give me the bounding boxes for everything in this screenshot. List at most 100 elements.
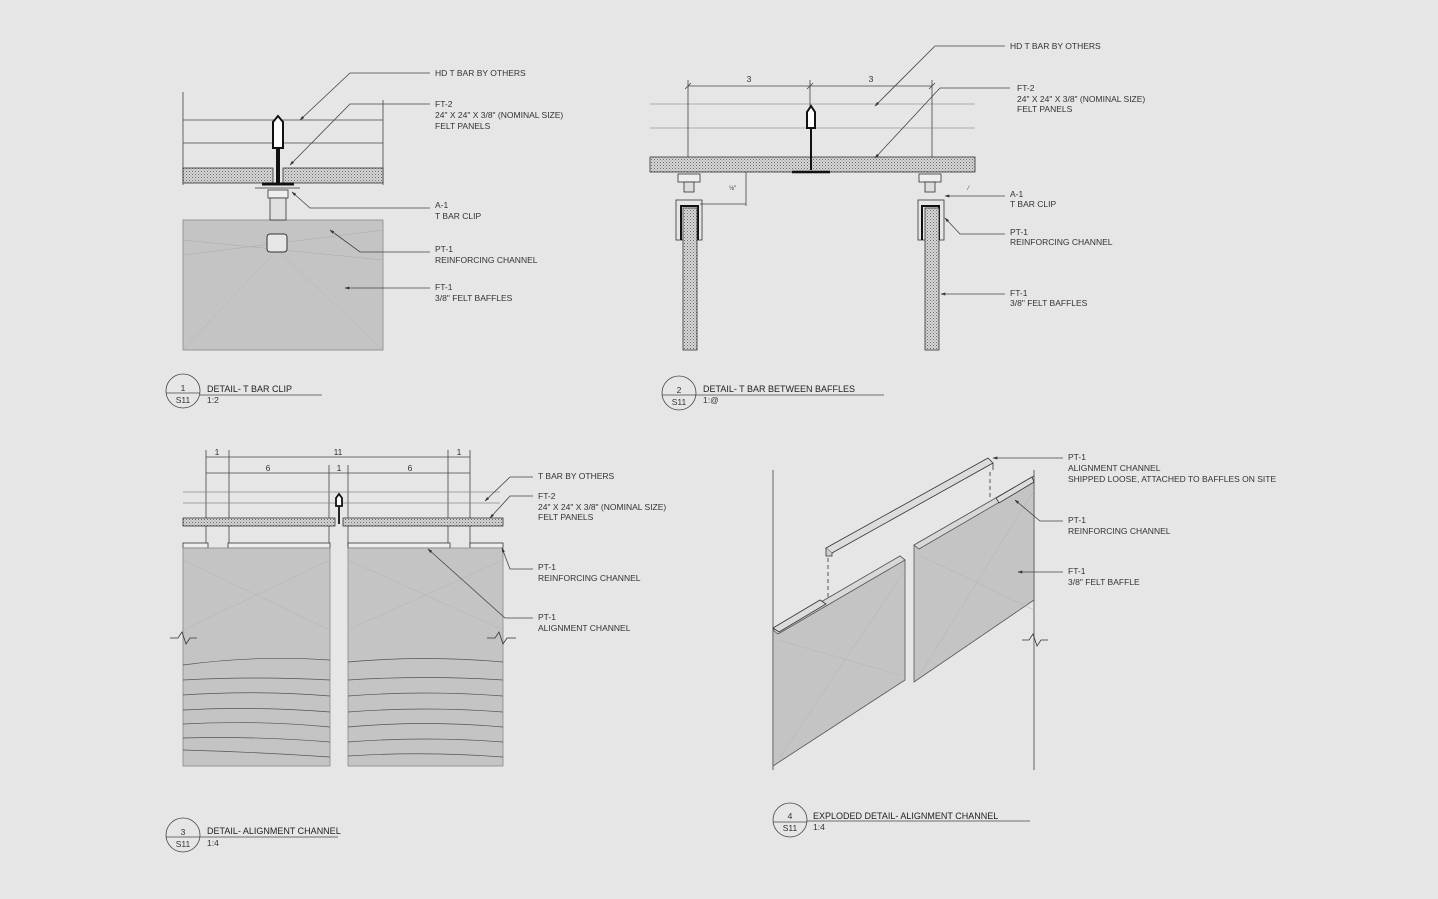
detail-1-tbar-clip bbox=[182, 72, 430, 351]
detail-scale: 1:4 bbox=[813, 822, 825, 832]
leader bbox=[291, 191, 430, 209]
detail-4-title-block: 4 S11 EXPLODED DETAIL- ALIGNMENT CHANNEL… bbox=[772, 802, 1030, 838]
leader bbox=[329, 229, 430, 253]
felt-panel-left bbox=[182, 167, 274, 184]
callout-sheet: S11 bbox=[176, 839, 191, 849]
label-pt1a-desc: REINFORCING CHANNEL bbox=[538, 573, 641, 583]
detail-title: DETAIL- ALIGNMENT CHANNEL bbox=[207, 826, 341, 836]
leader bbox=[1014, 499, 1063, 522]
dim-left-end: 1 bbox=[215, 447, 220, 457]
label-pt1b-code: PT-1 bbox=[538, 612, 556, 622]
label-ft2-code: FT-2 bbox=[1017, 83, 1035, 93]
label-ft2-code: FT-2 bbox=[435, 99, 453, 109]
detail-4-exploded-alignment-channel bbox=[772, 456, 1063, 770]
detail-2-tbar-between-baffles bbox=[649, 45, 1010, 351]
leader bbox=[299, 72, 430, 121]
label-ft2-desc: FELT PANELS bbox=[538, 512, 594, 522]
felt-panel-left bbox=[182, 517, 336, 527]
felt-baffle-right bbox=[913, 475, 1035, 683]
callout-number: 2 bbox=[677, 385, 682, 395]
label-ft2-size: 24" X 24" X 3/8" (NOMINAL SIZE) bbox=[538, 502, 666, 512]
label-a1-desc: T BAR CLIP bbox=[435, 211, 481, 221]
felt-baffle-left bbox=[182, 547, 331, 767]
label-ft1-code: FT-1 bbox=[435, 282, 453, 292]
label-hd-tbar: HD T BAR BY OTHERS bbox=[435, 68, 526, 78]
label-ft2-desc: FELT PANELS bbox=[435, 121, 491, 131]
label-ft1-desc: 3/8" FELT BAFFLE bbox=[1068, 577, 1140, 587]
felt-panel bbox=[649, 156, 976, 173]
detail-scale: 1:@ bbox=[703, 395, 719, 405]
label-pt1-desc: REINFORCING CHANNEL bbox=[435, 255, 538, 265]
leader bbox=[874, 87, 1010, 159]
label-a1-code: A-1 bbox=[435, 200, 449, 210]
detail-title: DETAIL- T BAR CLIP bbox=[207, 384, 292, 394]
label-ft1-code: FT-1 bbox=[1068, 566, 1086, 576]
leader bbox=[489, 495, 533, 519]
label-ft2-desc: FELT PANELS bbox=[1017, 104, 1073, 114]
dim-small: ⅛" bbox=[729, 186, 736, 192]
callout-number: 3 bbox=[181, 827, 186, 837]
detail-scale: 1:4 bbox=[207, 838, 219, 848]
detail-3-title-block: 3 S11 DETAIL- ALIGNMENT CHANNEL 1:4 bbox=[165, 817, 341, 853]
felt-baffle-right bbox=[347, 547, 504, 767]
reinforcing-channel bbox=[995, 476, 1035, 504]
label-tbar: T BAR BY OTHERS bbox=[538, 471, 615, 481]
dim-left: 3 bbox=[747, 74, 752, 84]
leader bbox=[289, 103, 430, 166]
felt-baffle-left bbox=[772, 555, 906, 767]
label-pt1b-desc: REINFORCING CHANNEL bbox=[1068, 526, 1171, 536]
detail-4-labels: PT-1 ALIGNMENT CHANNEL SHIPPED LOOSE, AT… bbox=[1068, 452, 1276, 587]
label-pt1a-note: SHIPPED LOOSE, ATTACHED TO BAFFLES ON SI… bbox=[1068, 474, 1276, 484]
label-ft1-code: FT-1 bbox=[1010, 288, 1028, 298]
callout-sheet: S11 bbox=[176, 395, 191, 405]
felt-panel-right bbox=[342, 517, 504, 527]
detail-1-labels: HD T BAR BY OTHERS FT-2 24" X 24" X 3/8"… bbox=[435, 68, 563, 303]
label-pt1-code: PT-1 bbox=[435, 244, 453, 254]
reinforcing-channel bbox=[182, 542, 209, 549]
felt-panel-right bbox=[282, 167, 384, 184]
label-ft2-code: FT-2 bbox=[538, 491, 556, 501]
label-ft1-desc: 3/8" FELT BAFFLES bbox=[1010, 298, 1088, 308]
label-pt1a-code: PT-1 bbox=[1068, 452, 1086, 462]
dim-right: 3 bbox=[869, 74, 874, 84]
callout-number: 4 bbox=[788, 811, 793, 821]
felt-baffle-left bbox=[682, 207, 698, 351]
callout-number: 1 bbox=[181, 383, 186, 393]
dim-center: 1 bbox=[337, 463, 342, 473]
felt-baffle-right bbox=[924, 207, 940, 351]
leader bbox=[874, 45, 1005, 107]
label-small-dim-mark: ⁄ bbox=[966, 186, 970, 192]
label-pt1a-desc: ALIGNMENT CHANNEL bbox=[1068, 463, 1161, 473]
dim-left-span: 6 bbox=[266, 463, 271, 473]
t-bar bbox=[335, 492, 343, 507]
label-ft2-size: 24" X 24" X 3/8" (NOMINAL SIZE) bbox=[435, 110, 563, 120]
detail-2-title-block: 2 S11 DETAIL- T BAR BETWEEN BAFFLES 1:@ bbox=[661, 375, 884, 411]
label-pt1-code: PT-1 bbox=[1010, 227, 1028, 237]
detail-scale: 1:2 bbox=[207, 395, 219, 405]
leader bbox=[427, 548, 533, 619]
dim-right-end: 1 bbox=[457, 447, 462, 457]
label-a1-desc: T BAR CLIP bbox=[1010, 199, 1056, 209]
label-pt1b-desc: ALIGNMENT CHANNEL bbox=[538, 623, 631, 633]
leader bbox=[944, 217, 1005, 235]
label-pt1b-code: PT-1 bbox=[1068, 515, 1086, 525]
detail-1-title-block: 1 S11 DETAIL- T BAR CLIP 1:2 bbox=[165, 373, 322, 409]
callout-sheet: S11 bbox=[783, 823, 798, 833]
label-pt1a-code: PT-1 bbox=[538, 562, 556, 572]
dim-overall: 11 bbox=[334, 447, 343, 457]
label-a1-code: A-1 bbox=[1010, 189, 1024, 199]
reinforcing-channel bbox=[266, 233, 288, 253]
detail-title: DETAIL- T BAR BETWEEN BAFFLES bbox=[703, 384, 855, 394]
label-ft2-size: 24" X 24" X 3/8" (NOMINAL SIZE) bbox=[1017, 94, 1145, 104]
detail-3-labels: 11 1 1 6 1 6 T BAR BY OTHERS FT-2 24" X … bbox=[215, 447, 667, 633]
label-hd-tbar: HD T BAR BY OTHERS bbox=[1010, 41, 1101, 51]
callout-sheet: S11 bbox=[672, 397, 687, 407]
label-ft1-desc: 3/8" FELT BAFFLES bbox=[435, 293, 513, 303]
t-bar-clip bbox=[267, 189, 289, 199]
detail-title: EXPLODED DETAIL- ALIGNMENT CHANNEL bbox=[813, 811, 998, 821]
label-pt1-desc: REINFORCING CHANNEL bbox=[1010, 237, 1113, 247]
leader bbox=[501, 547, 533, 570]
t-bar bbox=[806, 104, 816, 129]
leader bbox=[484, 476, 533, 502]
